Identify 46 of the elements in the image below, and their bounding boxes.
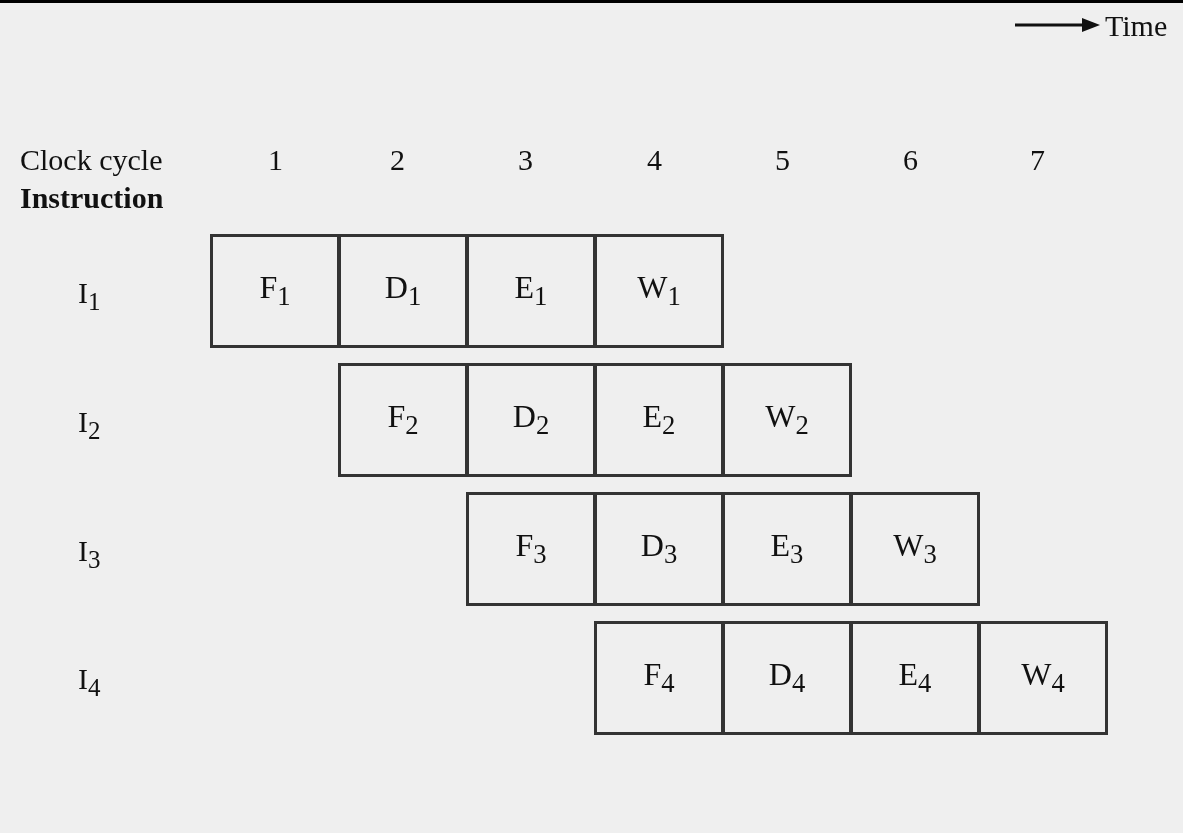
stage-label: F$_{3}$ bbox=[515, 527, 547, 571]
cycle-number: 4 bbox=[647, 142, 662, 178]
cycle-number: 5 bbox=[775, 142, 790, 178]
cycle-number: 2 bbox=[390, 142, 405, 178]
stage-label: F$_{2}$ bbox=[387, 398, 419, 442]
cycle-number: 3 bbox=[518, 142, 533, 178]
stage-label: D$_{2}$ bbox=[512, 398, 550, 442]
cycle-number: 6 bbox=[903, 142, 918, 178]
stage-box bbox=[466, 234, 596, 348]
cycle-number: 7 bbox=[1030, 142, 1045, 178]
stage-box bbox=[338, 363, 468, 477]
stage-box bbox=[722, 363, 852, 477]
cycle-number: 1 bbox=[268, 142, 283, 178]
stage-box bbox=[594, 621, 724, 735]
stage-box bbox=[594, 363, 724, 477]
instruction-label: I$_{4}$ bbox=[78, 661, 101, 703]
stage-label: F$_{4}$ bbox=[643, 656, 675, 700]
stage-label: W$_{2}$ bbox=[765, 398, 809, 442]
instruction-label: I$_{1}$ bbox=[78, 275, 101, 317]
stage-label: D$_{1}$ bbox=[384, 269, 422, 313]
stage-label: E$_{4}$ bbox=[898, 656, 932, 700]
stage-label: D$_{3}$ bbox=[640, 527, 678, 571]
stage-box bbox=[722, 621, 852, 735]
stage-box bbox=[978, 621, 1108, 735]
column-heading: Instruction bbox=[20, 180, 164, 216]
row-heading: Clock cycle bbox=[20, 142, 163, 178]
stage-box bbox=[594, 492, 724, 606]
stage-box bbox=[722, 492, 852, 606]
stage-label: E$_{1}$ bbox=[514, 269, 548, 313]
stage-label: W$_{4}$ bbox=[1021, 656, 1065, 700]
stage-label: E$_{2}$ bbox=[642, 398, 676, 442]
stage-label: E$_{3}$ bbox=[770, 527, 804, 571]
stage-box bbox=[338, 234, 468, 348]
axis-label: Time bbox=[1105, 8, 1168, 44]
stage-box bbox=[466, 492, 596, 606]
stage-label: D$_{4}$ bbox=[768, 656, 806, 700]
instruction-label: I$_{2}$ bbox=[78, 404, 101, 446]
stage-box bbox=[466, 363, 596, 477]
stage-box bbox=[850, 621, 980, 735]
stage-box bbox=[594, 234, 724, 348]
stage-label: W$_{1}$ bbox=[637, 269, 681, 313]
stage-label: F$_{1}$ bbox=[259, 269, 291, 313]
stage-box bbox=[850, 492, 980, 606]
stage-label: W$_{3}$ bbox=[893, 527, 937, 571]
instruction-label: I$_{3}$ bbox=[78, 533, 101, 575]
stage-box bbox=[210, 234, 340, 348]
